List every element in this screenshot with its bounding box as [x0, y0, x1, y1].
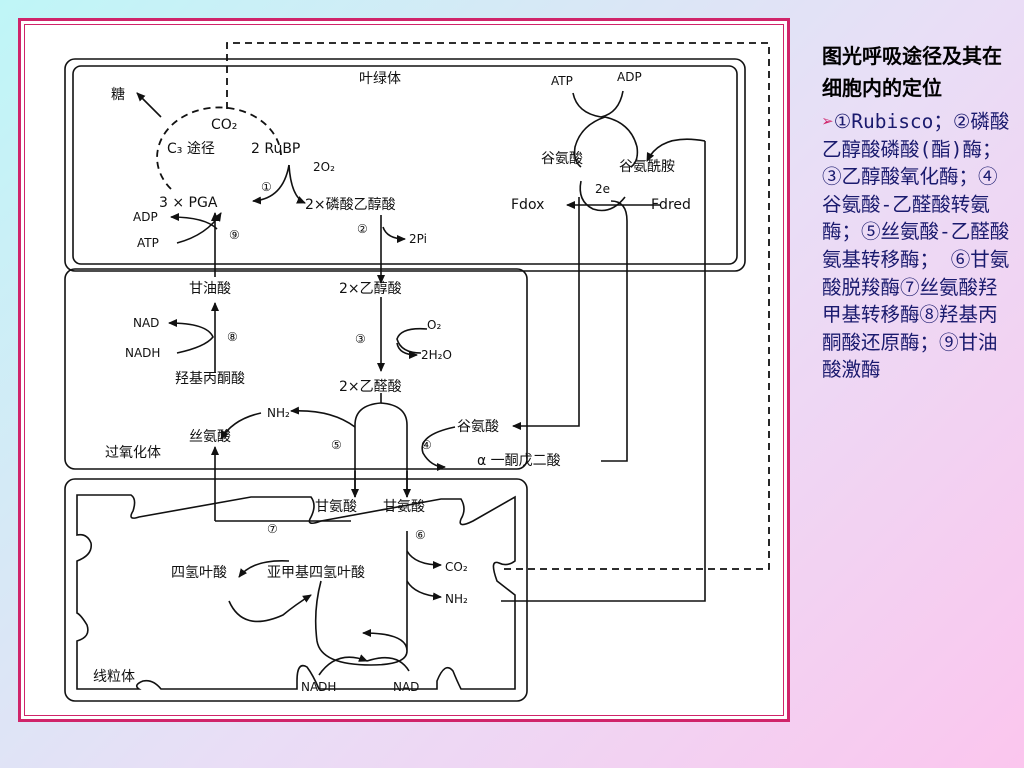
- serine-nh2-arrow: [290, 406, 356, 428]
- fd-red-label: Fdred: [651, 197, 691, 213]
- rubisco-arrow: [252, 164, 290, 205]
- glutamine-loop-right: [604, 116, 639, 168]
- mitochondrion-outer-membrane: [64, 478, 528, 702]
- glycine-label-1: 甘氨酸: [315, 499, 357, 515]
- glutamate-loop-left: [573, 116, 606, 168]
- enzyme-marker-8: ⑧: [227, 330, 238, 344]
- adp-right-label: ADP: [617, 70, 642, 84]
- serine-label: 丝氨酸: [189, 429, 231, 445]
- c3-cycle-dashed-loop: [156, 106, 282, 190]
- nad-left-label: NAD: [133, 316, 159, 330]
- atp-left-label: ATP: [137, 236, 159, 250]
- pga-label: 3 × PGA: [159, 195, 218, 211]
- glutamate-transaminase-arrow: [421, 426, 456, 471]
- alpha-kg-label: α 一酮戊二酸: [477, 453, 561, 469]
- glycerate-kinase-adp-arrow: [170, 213, 218, 230]
- nad-curve: [366, 656, 410, 672]
- nh2-release-arrow: [406, 580, 442, 601]
- enzyme-list: ➢①Rubisco；②磷酸乙醇酸磷酸(酯)酶； ③乙醇酸氧化酶；④谷氨酸-乙醛酸…: [822, 108, 1014, 384]
- nadh-left-label: NADH: [125, 346, 160, 360]
- gogat-curve: [579, 180, 626, 212]
- nh2-return-path: [501, 141, 706, 602]
- enzyme-marker-6: ⑥: [415, 528, 426, 542]
- nadh-arrow: [318, 654, 368, 676]
- arrow-bullet-icon: ➢: [822, 110, 834, 133]
- glyoxylate-label: 2×乙醛酸: [339, 379, 402, 395]
- glycolate-label: 2×乙醇酸: [339, 280, 402, 297]
- glutamate-chloro-label: 谷氨酸: [541, 151, 583, 167]
- thf-label: 四氢叶酸: [171, 565, 227, 581]
- hydroxypyruvate-label: 羟基丙酮酸: [175, 370, 245, 387]
- enzyme-marker-7: ⑦: [267, 522, 278, 536]
- enzyme-list-text: ①Rubisco；②磷酸乙醇酸磷酸(酯)酶； ③乙醇酸氧化酶；④谷氨酸-乙醛酸转…: [822, 110, 1010, 382]
- figure-frame: 叶绿体 过氧化体 线粒体 糖 CO₂ C₃ 途径 2 RuBP 2O₂ 3 × …: [18, 18, 790, 722]
- nad-mito-label: NAD: [393, 680, 419, 694]
- enzyme-marker-9: ⑨: [229, 228, 240, 242]
- phosphoglycolate-label: 2×磷酸乙醇酸: [305, 196, 396, 213]
- photorespiration-diagram: 叶绿体 过氧化体 线粒体 糖 CO₂ C₃ 途径 2 RuBP 2O₂ 3 × …: [64, 42, 770, 702]
- enzyme-marker-4: ④: [421, 438, 432, 452]
- nadh-nad-arrow: [168, 319, 214, 354]
- gs-atp-adp-curve: [572, 90, 624, 118]
- rubp-label: 2 RuBP: [251, 141, 300, 157]
- glyoxylate-split-right: [380, 402, 408, 497]
- co2-release-arrow: [406, 550, 442, 569]
- glyoxylate-split-left: [354, 393, 382, 497]
- mitochondrion-label: 线粒体: [93, 669, 135, 685]
- enzyme-marker-1: ①: [261, 180, 272, 194]
- side-panel-title: 图光呼吸途径及其在细胞内的定位: [822, 44, 1002, 100]
- chloroplast-outer-membrane: [64, 58, 746, 272]
- nadh-mito-label: NADH: [301, 680, 336, 694]
- enzyme-marker-5: ⑤: [331, 438, 342, 452]
- glycine-label-2: 甘氨酸: [383, 499, 425, 515]
- side-panel: 图光呼吸途径及其在细胞内的定位 ➢①Rubisco；②磷酸乙醇酸磷酸(酯)酶； …: [822, 40, 1014, 384]
- pi-label: 2Pi: [409, 232, 427, 246]
- enzyme-marker-3: ③: [355, 332, 366, 346]
- serine-to-hydroxypyruvate-arrow: [220, 412, 262, 440]
- thf-return-arrow: [238, 560, 290, 578]
- adp-left-label: ADP: [133, 210, 158, 224]
- nh2-to-glutamine-arrow: [646, 138, 706, 162]
- peroxisome-membrane: [64, 268, 528, 470]
- co2-return-dashed-path: [226, 42, 770, 570]
- glycine-decarboxylase-path: [362, 531, 408, 652]
- mthf-label: 亚甲基四氢叶酸: [267, 564, 365, 581]
- water-arrow: [396, 342, 418, 359]
- mito-loop: [314, 580, 408, 666]
- fd-ox-label: Fdox: [511, 197, 544, 213]
- sugar-arrow: [136, 92, 162, 118]
- mitochondrion-inner-membrane: [76, 494, 516, 690]
- pi-arrow: [382, 226, 406, 243]
- enzyme-marker-2: ②: [357, 222, 368, 236]
- nh2-mito-label: NH₂: [445, 592, 468, 606]
- glutamine-label: 谷氨酰胺: [619, 159, 675, 175]
- glutamate-export-path: [512, 197, 580, 430]
- glycerate-label: 甘油酸: [189, 281, 231, 297]
- atp-right-label: ATP: [551, 74, 573, 88]
- o2-in-label: 2O₂: [313, 160, 335, 174]
- sugar-label: 糖: [111, 87, 125, 103]
- nh2-perox-label: NH₂: [267, 406, 290, 420]
- co2-top-label: CO₂: [211, 117, 237, 133]
- oxygenation-arrow: [288, 164, 306, 204]
- chloroplast-label: 叶绿体: [359, 71, 401, 87]
- peroxisome-label: 过氧化体: [105, 445, 161, 461]
- two-electron-label: 2e: [595, 182, 610, 196]
- co2-mito-label: CO₂: [445, 560, 468, 574]
- c3-cycle-label: C₃ 途径: [167, 140, 215, 157]
- water-label: 2H₂O: [421, 348, 452, 362]
- alpha-kg-return-path: [601, 200, 628, 462]
- o2-glycolate-label: O₂: [427, 318, 441, 332]
- thf-cycle-arrow: [228, 594, 312, 623]
- glutamate-perox-label: 谷氨酸: [457, 419, 499, 435]
- chloroplast-inner-membrane: [72, 65, 738, 265]
